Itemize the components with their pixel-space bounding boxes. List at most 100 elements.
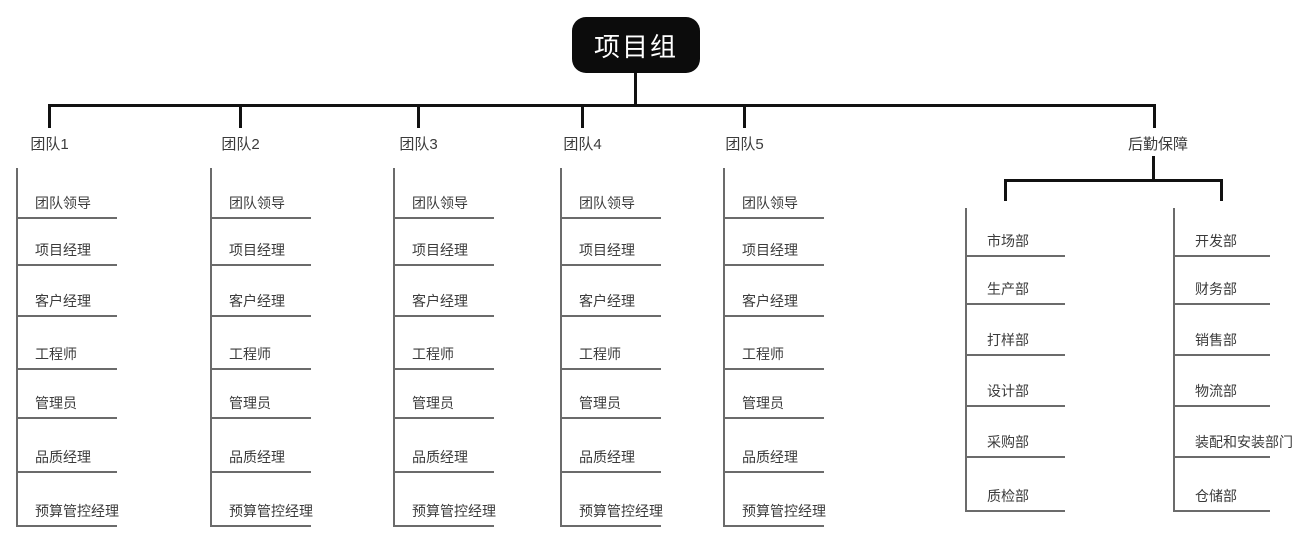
connector-hline	[48, 104, 1156, 107]
list-item-label: 采购部	[987, 434, 1029, 450]
list-item: 品质经理	[725, 419, 824, 473]
list-item-label: 预算管控经理	[412, 503, 496, 519]
list-item-label: 开发部	[1195, 233, 1237, 249]
list-item: 品质经理	[212, 419, 311, 473]
list-item-label: 管理员	[579, 395, 621, 411]
list-item: 销售部	[1175, 305, 1270, 356]
list-item: 工程师	[395, 317, 494, 370]
list-item: 团队领导	[212, 168, 311, 219]
connector-hline	[1004, 179, 1223, 182]
list-item-label: 项目经理	[229, 242, 285, 258]
root-node-label: 项目组	[593, 31, 678, 62]
team-column: 团队领导项目经理客户经理工程师管理员品质经理预算管控经理	[210, 168, 313, 527]
list-item-label: 设计部	[987, 383, 1029, 399]
list-item: 管理员	[562, 370, 661, 419]
list-item: 客户经理	[18, 266, 117, 317]
list-item: 项目经理	[18, 219, 117, 266]
list-item: 物流部	[1175, 356, 1270, 407]
list-item-label: 品质经理	[412, 449, 468, 465]
list-item-label: 物流部	[1195, 383, 1237, 399]
list-item: 工程师	[562, 317, 661, 370]
list-item-label: 销售部	[1195, 332, 1237, 348]
connector-vline	[48, 104, 51, 128]
list-item: 设计部	[967, 356, 1065, 407]
team-branch-label: 团队5	[725, 136, 764, 153]
list-item: 预算管控经理	[395, 473, 496, 527]
list-item: 团队领导	[395, 168, 494, 219]
list-item-label: 质检部	[987, 488, 1029, 504]
list-item: 项目经理	[395, 219, 494, 266]
list-item-label: 财务部	[1195, 281, 1237, 297]
logistics-branch-label: 后勤保障	[1127, 136, 1189, 153]
list-item-label: 品质经理	[742, 449, 798, 465]
list-item: 开发部	[1175, 208, 1270, 257]
list-item: 客户经理	[725, 266, 824, 317]
list-item-label: 工程师	[579, 346, 621, 362]
list-item-label: 客户经理	[579, 293, 635, 309]
list-item: 团队领导	[725, 168, 824, 219]
list-item-label: 品质经理	[35, 449, 91, 465]
connector-vline	[634, 73, 637, 106]
team-column: 团队领导项目经理客户经理工程师管理员品质经理预算管控经理	[560, 168, 663, 527]
list-item-label: 项目经理	[35, 242, 91, 258]
list-item: 管理员	[212, 370, 311, 419]
list-item-label: 工程师	[35, 346, 77, 362]
list-item-label: 客户经理	[742, 293, 798, 309]
connector-vline	[1004, 179, 1007, 201]
connector-vline	[1152, 156, 1155, 180]
list-item: 装配和安装部门	[1175, 407, 1293, 458]
list-item: 管理员	[395, 370, 494, 419]
list-item: 品质经理	[562, 419, 661, 473]
list-item: 客户经理	[395, 266, 494, 317]
list-item: 仓储部	[1175, 458, 1270, 512]
list-item-label: 项目经理	[579, 242, 635, 258]
list-item: 财务部	[1175, 257, 1270, 305]
list-item: 预算管控经理	[18, 473, 119, 527]
team-column: 团队领导项目经理客户经理工程师管理员品质经理预算管控经理	[723, 168, 826, 527]
list-item-label: 团队领导	[742, 195, 798, 211]
list-item-label: 管理员	[742, 395, 784, 411]
list-item-label: 预算管控经理	[35, 503, 119, 519]
root-node: 项目组	[572, 17, 700, 73]
list-item-label: 工程师	[412, 346, 454, 362]
list-item: 市场部	[967, 208, 1065, 257]
list-item-label: 客户经理	[35, 293, 91, 309]
list-item-label: 生产部	[987, 281, 1029, 297]
list-item-label: 客户经理	[412, 293, 468, 309]
team-column: 团队领导项目经理客户经理工程师管理员品质经理预算管控经理	[393, 168, 496, 527]
list-item: 团队领导	[562, 168, 661, 219]
team-branch-label: 团队1	[30, 136, 69, 153]
list-item: 质检部	[967, 458, 1065, 512]
list-item: 预算管控经理	[725, 473, 826, 527]
list-item: 管理员	[725, 370, 824, 419]
list-item-label: 预算管控经理	[579, 503, 663, 519]
connector-vline	[239, 104, 242, 128]
list-item: 品质经理	[395, 419, 494, 473]
list-item: 项目经理	[212, 219, 311, 266]
list-item: 客户经理	[562, 266, 661, 317]
list-item-label: 团队领导	[35, 195, 91, 211]
connector-vline	[1220, 179, 1223, 201]
list-item-label: 品质经理	[229, 449, 285, 465]
list-item: 团队领导	[18, 168, 117, 219]
list-item-label: 预算管控经理	[742, 503, 826, 519]
list-item: 项目经理	[725, 219, 824, 266]
team-column: 团队领导项目经理客户经理工程师管理员品质经理预算管控经理	[16, 168, 119, 527]
connector-vline	[743, 104, 746, 128]
list-item: 工程师	[725, 317, 824, 370]
list-item: 管理员	[18, 370, 117, 419]
list-item: 项目经理	[562, 219, 661, 266]
list-item: 预算管控经理	[562, 473, 663, 527]
logistics-column: 市场部生产部打样部设计部采购部质检部	[965, 208, 1065, 512]
list-item-label: 预算管控经理	[229, 503, 313, 519]
list-item: 生产部	[967, 257, 1065, 305]
connector-vline	[1153, 104, 1156, 128]
team-branch-label: 团队2	[221, 136, 260, 153]
list-item-label: 团队领导	[229, 195, 285, 211]
list-item-label: 仓储部	[1195, 488, 1237, 504]
list-item: 工程师	[18, 317, 117, 370]
list-item-label: 装配和安装部门	[1195, 434, 1293, 450]
list-item: 预算管控经理	[212, 473, 313, 527]
list-item-label: 打样部	[987, 332, 1029, 348]
